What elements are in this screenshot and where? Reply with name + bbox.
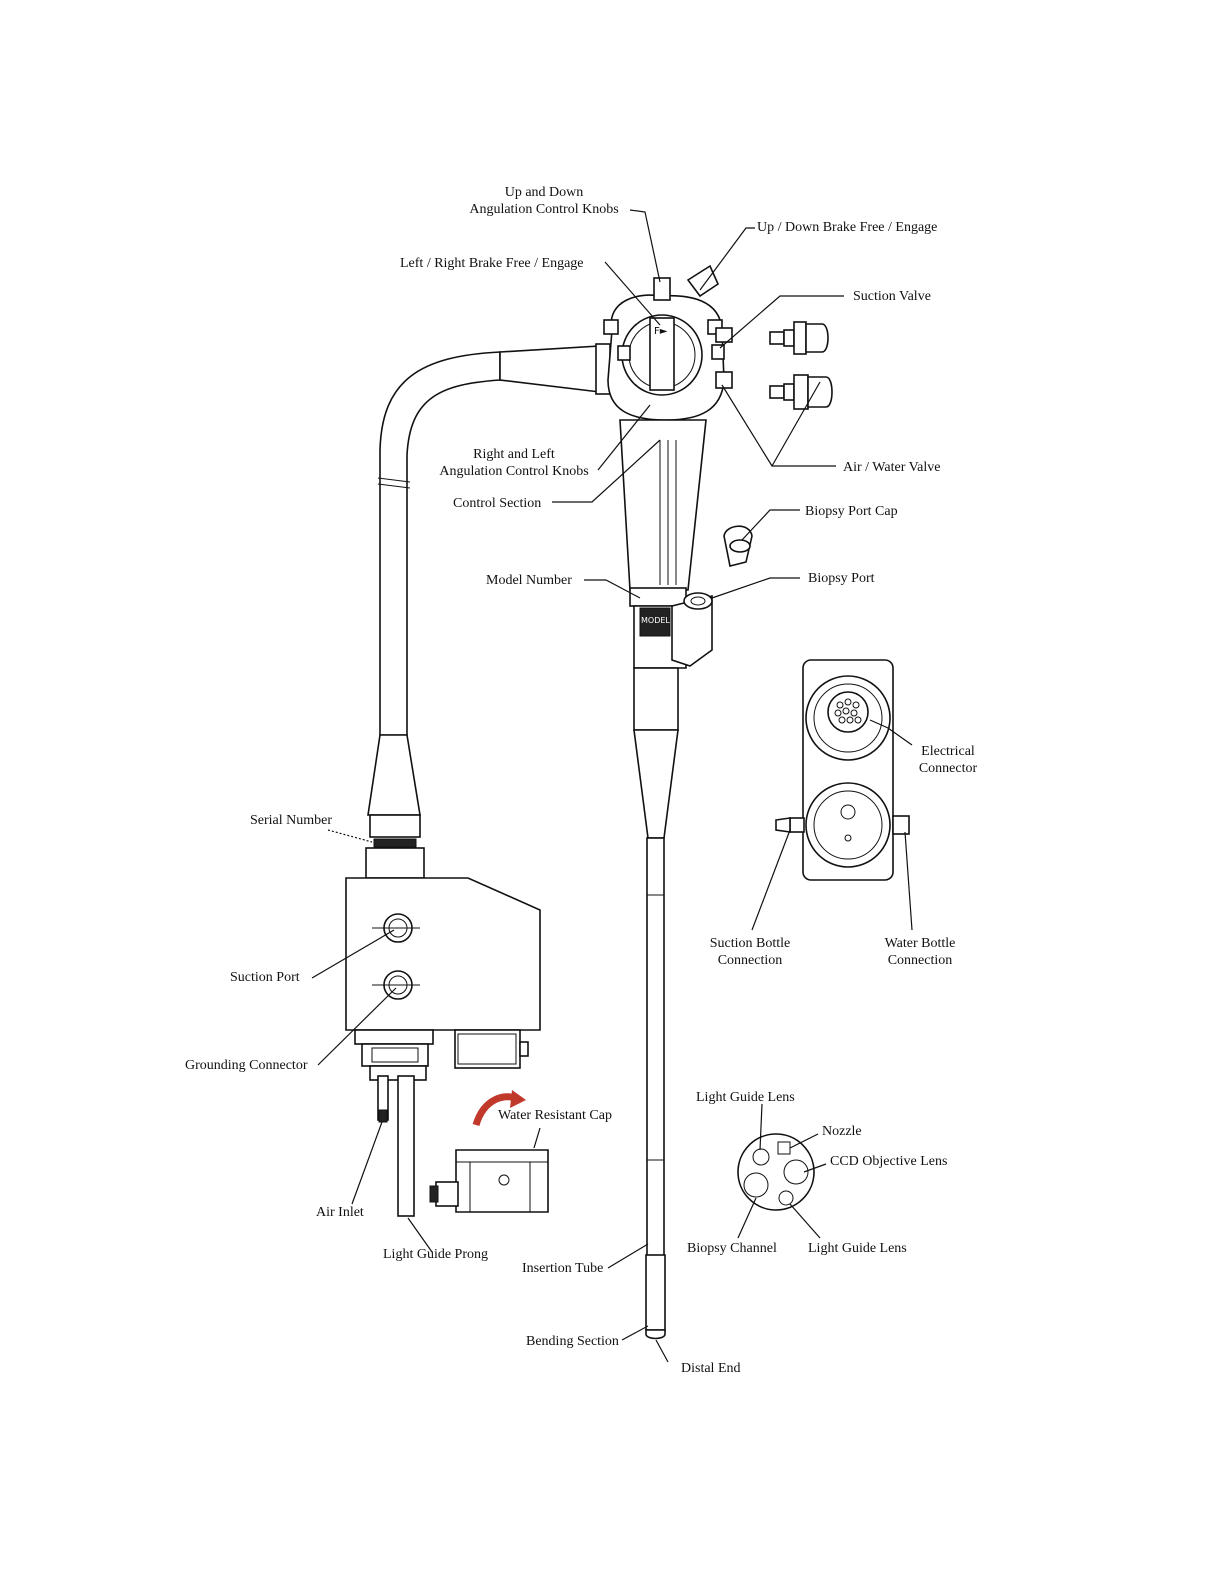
label-insertion-tube: Insertion Tube (522, 1261, 604, 1276)
label-up-down-brake: Up / Down Brake Free / Engage (757, 220, 938, 235)
control-section-body: MODEL (619, 419, 713, 669)
light-guide-connector (345, 877, 541, 1217)
label-biopsy-port-cap: Biopsy Port Cap (805, 504, 898, 519)
label-nozzle: Nozzle (822, 1124, 862, 1139)
label-electrical-connector: Electrical Connector (918, 744, 978, 776)
label-grounding-connector: Grounding Connector (185, 1058, 308, 1073)
label-right-left-angulation-knobs: Right and Left Angulation Control Knobs (439, 447, 589, 479)
control-head: F► (603, 264, 733, 421)
label-suction-bottle-connection: Suction Bottle Connection (709, 936, 791, 968)
label-suction-port: Suction Port (230, 970, 300, 985)
label-water-bottle-connection: Water Bottle Connection (884, 936, 956, 968)
leader-lines (311, 209, 913, 1363)
label-distal-end: Distal End (681, 1361, 741, 1376)
universal-cord (377, 343, 611, 736)
label-bending-section: Bending Section (526, 1334, 619, 1349)
label-biopsy-port: Biopsy Port (808, 571, 875, 586)
label-serial-number: Serial Number (250, 813, 333, 828)
distal-end-face (737, 1133, 815, 1211)
insertion-tube-drawing (633, 667, 679, 1340)
water-resistant-cap-drawing (429, 1090, 549, 1213)
label-air-inlet: Air Inlet (316, 1205, 364, 1220)
label-ccd-objective-lens: CCD Objective Lens (830, 1154, 948, 1169)
label-light-guide-prong: Light Guide Prong (383, 1247, 488, 1262)
label-control-section: Control Section (453, 496, 542, 511)
label-model-number: Model Number (486, 573, 572, 588)
valves-exploded (769, 321, 833, 410)
connector-face (775, 659, 910, 881)
label-biopsy-channel: Biopsy Channel (687, 1241, 777, 1256)
connector-strain-relief (365, 734, 425, 879)
label-water-resistant-cap: Water Resistant Cap (498, 1108, 612, 1123)
label-suction-valve: Suction Valve (853, 289, 931, 304)
biopsy-port-cap-drawing (723, 525, 753, 567)
svg-text:F►: F► (654, 326, 668, 337)
label-air-water-valve: Air / Water Valve (843, 460, 941, 475)
label-light-guide-lens-bottom: Light Guide Lens (808, 1241, 907, 1256)
label-up-down-angulation-knobs: Up and Down Angulation Control Knobs (469, 185, 619, 217)
label-left-right-brake: Left / Right Brake Free / Engage (400, 256, 584, 271)
label-light-guide-lens-top: Light Guide Lens (696, 1090, 795, 1105)
svg-text:MODEL: MODEL (641, 616, 670, 625)
